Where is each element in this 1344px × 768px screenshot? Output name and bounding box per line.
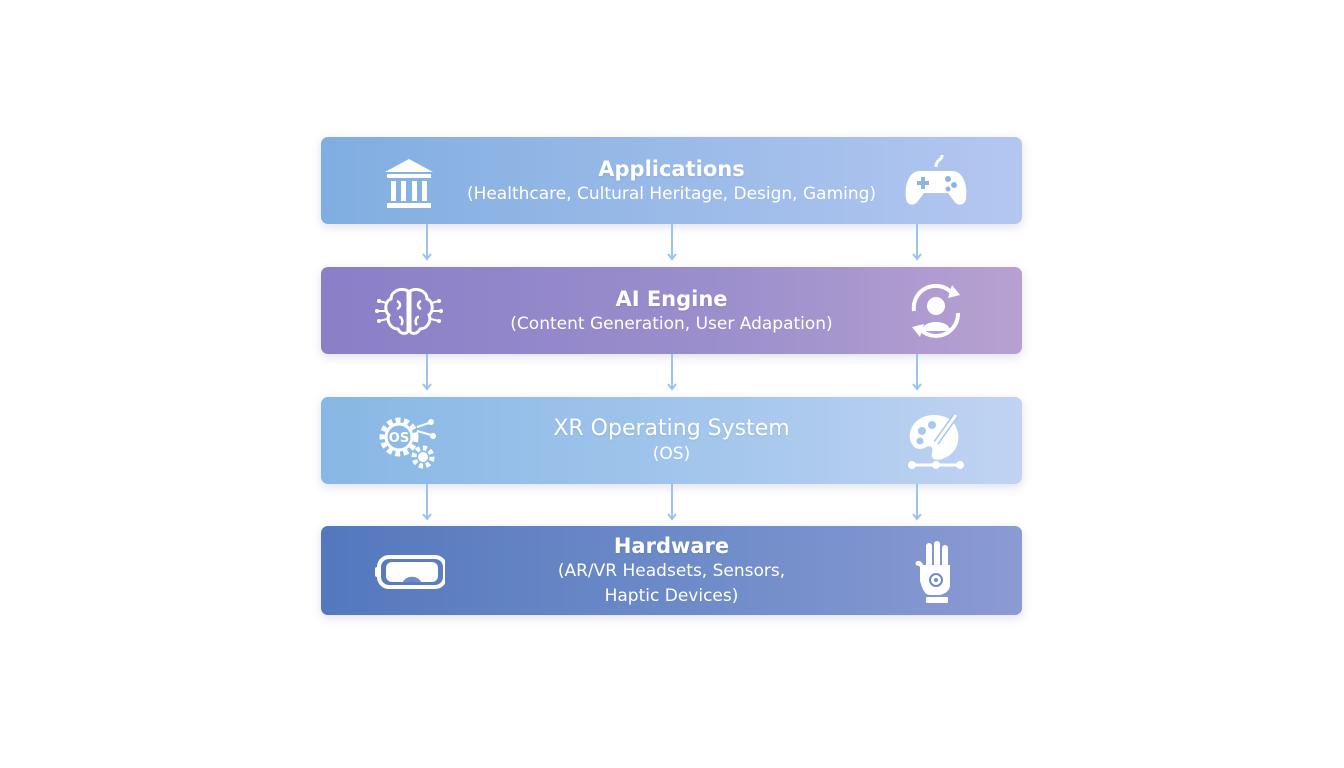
xr-os-layer: OS XR Operating System (OS) <box>321 397 1022 484</box>
os-gears-icon: OS <box>373 405 445 477</box>
layer-subtitle: (OS) <box>652 443 691 464</box>
user-adapt-icon <box>900 275 972 347</box>
hardware-layer: Hardware (AR/VR Headsets, Sensors, Hapti… <box>321 526 1022 615</box>
brain-icon <box>373 275 445 347</box>
gamepad-icon <box>900 145 972 217</box>
layer-title: XR Operating System <box>553 415 790 441</box>
flow-arrow <box>421 484 433 522</box>
layer-subtitle: (Healthcare, Cultural Heritage, Design, … <box>466 183 877 204</box>
applications-layer: Applications (Healthcare, Cultural Herit… <box>321 137 1022 224</box>
flow-arrow <box>666 354 678 392</box>
ai-engine-layer: AI Engine (Content Generation, User Adap… <box>321 267 1022 354</box>
flow-arrow <box>911 224 923 262</box>
layer-title: Hardware <box>613 533 730 558</box>
flow-arrow <box>911 484 923 522</box>
haptic-glove-icon <box>900 535 972 607</box>
layer-subtitle: (Content Generation, User Adapation) <box>510 313 833 334</box>
layer-subtitle: (AR/VR Headsets, Sensors, Haptic Devices… <box>557 560 786 606</box>
flow-arrow <box>421 224 433 262</box>
layer-title: Applications <box>598 156 745 181</box>
vr-headset-icon <box>373 535 445 607</box>
flow-arrow <box>666 224 678 262</box>
flow-arrow <box>421 354 433 392</box>
flow-arrow <box>911 354 923 392</box>
flow-arrow <box>666 484 678 522</box>
museum-icon <box>373 145 445 217</box>
layer-title: AI Engine <box>615 286 728 311</box>
os-label: OS <box>389 431 409 446</box>
palette-icon <box>900 405 972 477</box>
